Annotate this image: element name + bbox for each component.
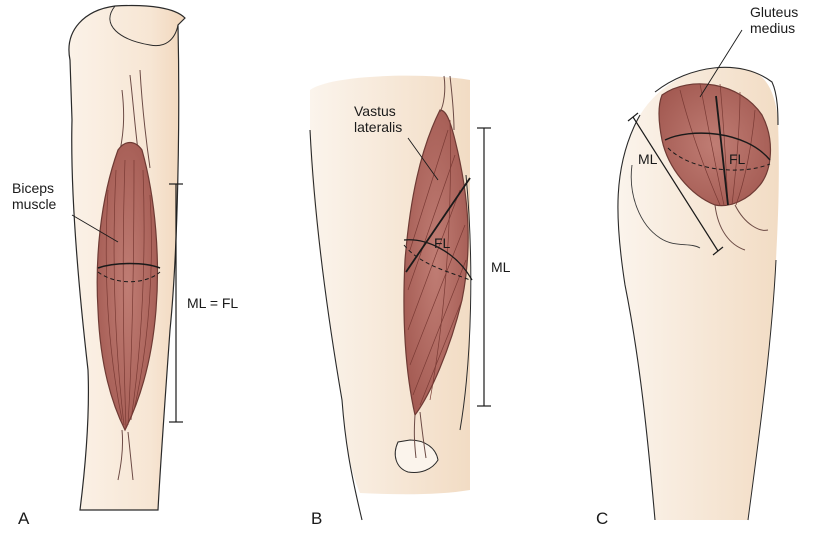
panel-letter-b: B	[311, 510, 322, 528]
panel-a-illustration	[69, 6, 185, 511]
gluteus-label-line-2: medius	[750, 20, 798, 36]
ml-fl-label-a: ML = FL	[187, 295, 238, 311]
biceps-label-line-1: Biceps	[12, 180, 56, 196]
ml-label-c: ML	[638, 151, 657, 167]
biceps-muscle-label: Biceps muscle	[12, 180, 56, 212]
panel-letter-a: A	[18, 510, 29, 528]
panel-letter-c: C	[596, 510, 608, 528]
gluteus-label-line-1: Gluteus	[750, 4, 798, 20]
ml-label-b: ML	[491, 259, 510, 275]
vastus-label-line-1: Vastus	[354, 103, 402, 119]
fl-label-b: FL	[434, 235, 450, 251]
panel-b-illustration	[310, 76, 491, 520]
ml-bracket-b	[477, 128, 491, 406]
panel-c-illustration	[618, 30, 779, 520]
fl-label-c: FL	[729, 151, 745, 167]
vastus-lateralis-label: Vastus lateralis	[354, 103, 402, 135]
vastus-label-line-2: lateralis	[354, 119, 402, 135]
biceps-label-line-2: muscle	[12, 196, 56, 212]
gluteus-medius-label: Gluteus medius	[750, 4, 798, 36]
